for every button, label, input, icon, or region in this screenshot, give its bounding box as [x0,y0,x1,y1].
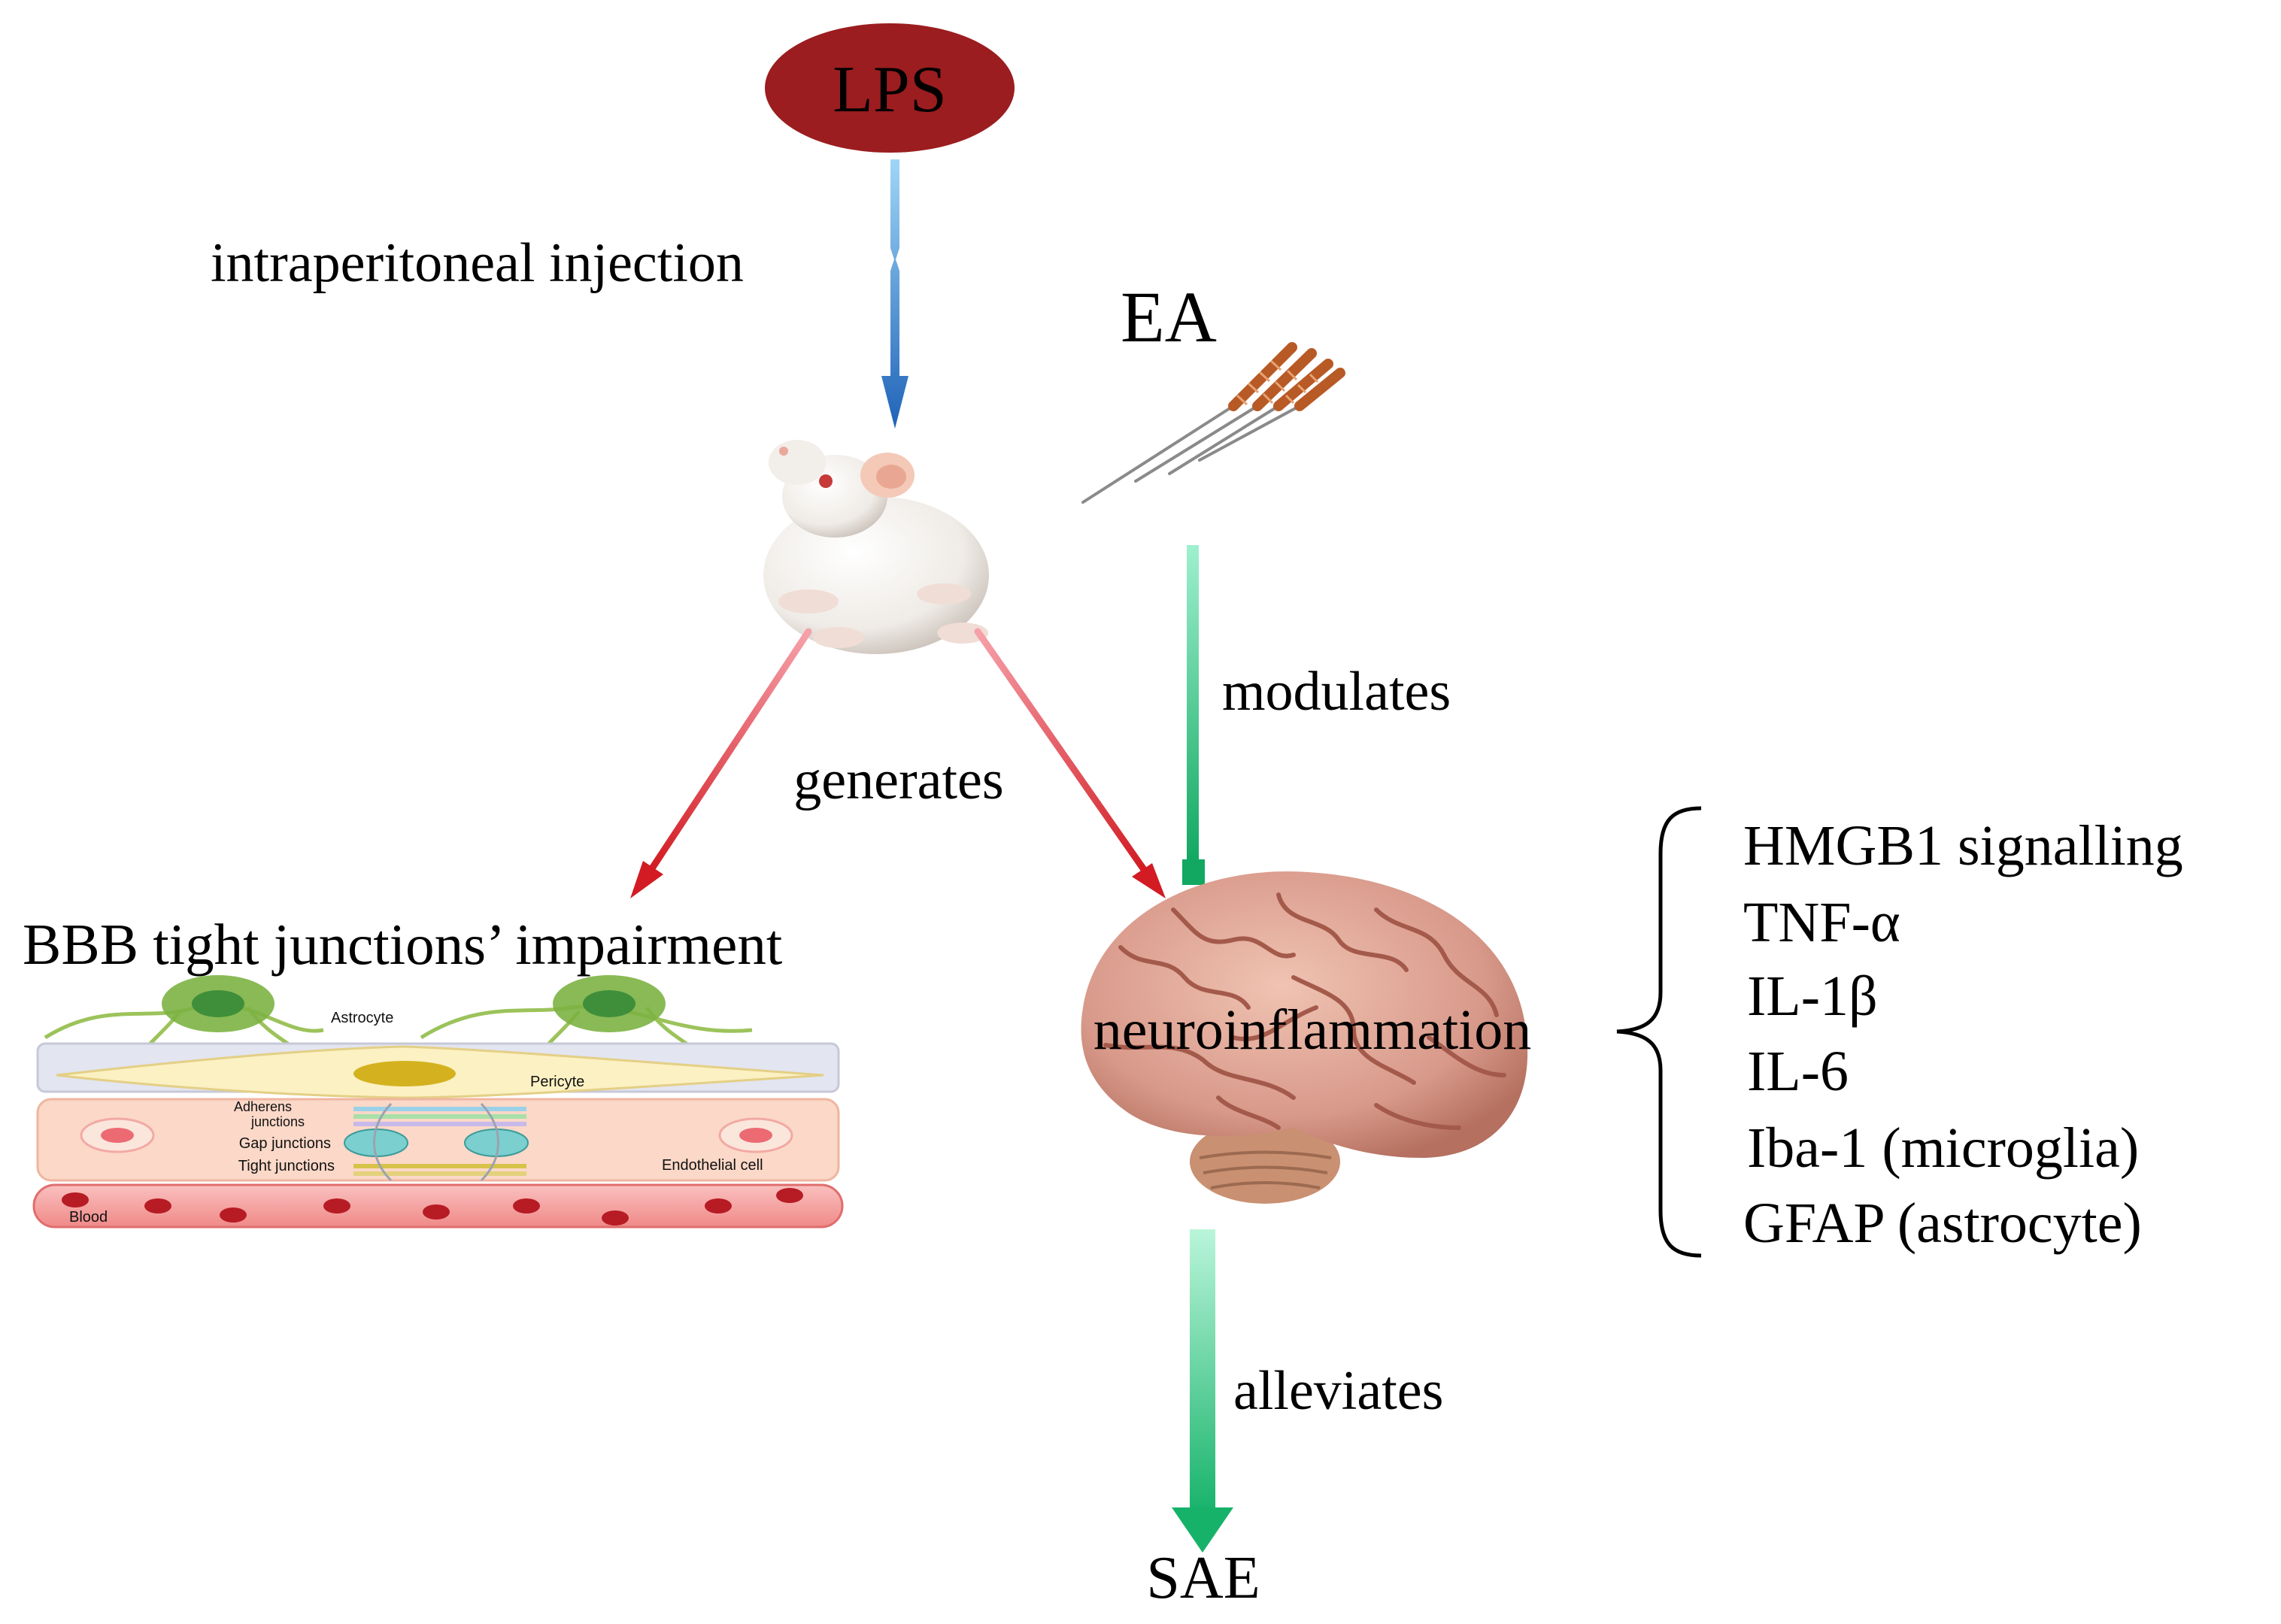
brain-icon [1081,871,1528,1204]
marker-item: IL-1β [1747,965,1878,1028]
lps-node: LPS [765,23,1015,153]
astrocyte-label: Astrocyte [331,1010,393,1026]
neuroinflammation-label: neuroinflammation [1093,998,1532,1062]
lps-label: LPS [833,53,947,126]
adherens-label-1: Adherens [234,1099,292,1114]
generates-arrow-left [630,628,812,898]
sae-label: SAE [1146,1545,1260,1611]
bbb-schematic: Astrocyte Pericyte Adherens junctions Ga… [32,975,844,1229]
generates-arrow-right [974,628,1166,898]
rat-icon [763,440,989,654]
acupuncture-needles-icon [1081,342,1345,504]
marker-list: HMGB1 signalling TNF-α IL-1β IL-6 Iba-1 … [1743,814,2183,1255]
adherens-label-2: junctions [250,1114,305,1129]
gap-junctions-label: Gap junctions [239,1135,331,1152]
marker-item: HMGB1 signalling [1743,814,2183,877]
injection-arrow [881,159,908,429]
tight-junctions-label: Tight junctions [238,1158,335,1174]
marker-brace [1616,806,1702,1258]
pericyte-label: Pericyte [530,1074,584,1090]
red-blood-cells [62,1188,803,1226]
alleviates-label: alleviates [1233,1360,1443,1422]
marker-item: TNF-α [1743,891,1900,954]
marker-item: IL-6 [1747,1040,1849,1103]
generates-label: generates [793,750,1003,811]
intraperitoneal-label: intraperitoneal injection [211,232,744,294]
modulates-arrow [1182,545,1205,885]
blood-label: Blood [69,1209,108,1226]
junction-strands [344,1102,529,1182]
endothelial-label: Endothelial cell [662,1157,763,1174]
bbb-title: BBB tight junctions’ impairment [23,912,782,977]
modulates-label: modulates [1222,661,1451,723]
marker-item: Iba-1 (microglia) [1747,1116,2139,1180]
marker-item: GFAP (astrocyte) [1743,1192,2142,1255]
alleviates-arrow [1172,1229,1233,1553]
ea-label: EA [1121,277,1217,357]
